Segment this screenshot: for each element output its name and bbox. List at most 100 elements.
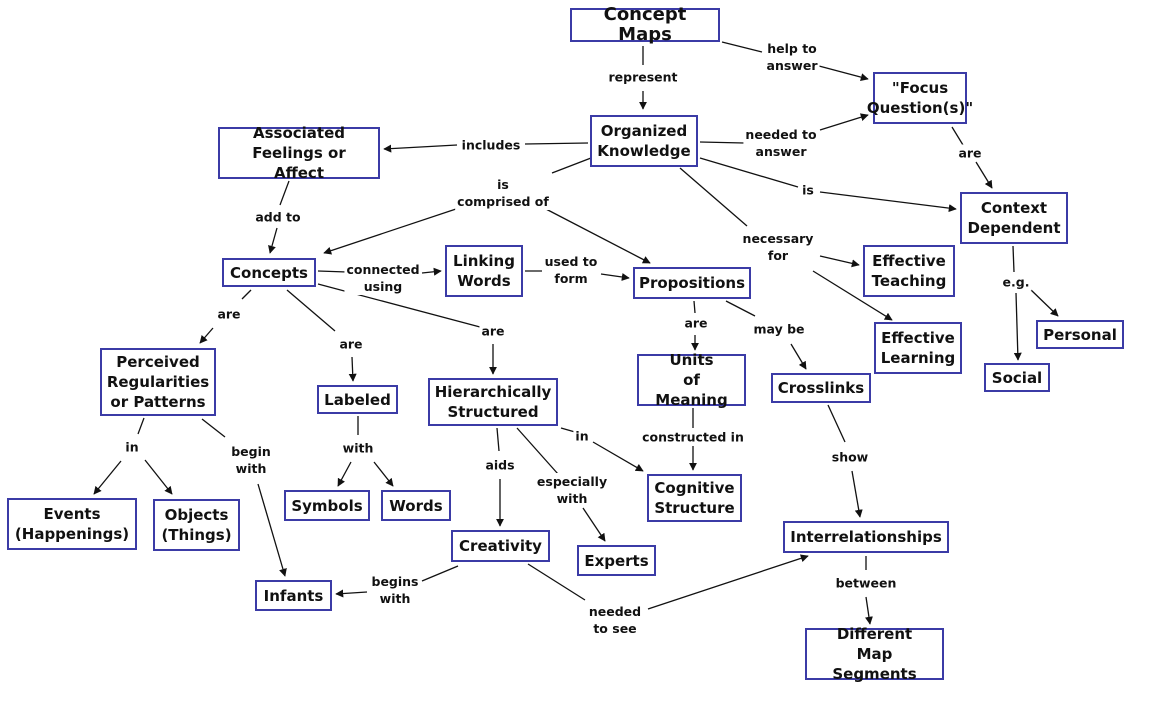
link-label-aids: aids [483, 456, 517, 474]
link-label-needed-to-see: needed to see [586, 603, 644, 637]
edge-is-comprised-of-to-concepts [323, 206, 463, 255]
concept-node-concepts[interactable]: Concepts [222, 258, 316, 287]
concept-node-labeled[interactable]: Labeled [317, 385, 398, 414]
link-label-begins-with: begins with [369, 573, 421, 607]
concept-node-effective-learning[interactable]: Effective Learning [874, 322, 962, 374]
concept-node-concept-maps[interactable]: Concept Maps [570, 5, 720, 45]
link-label-add-to: add to [253, 208, 303, 226]
edge-in-hier-to-cognitive-structure [592, 441, 644, 472]
edge-aids-source [496, 427, 500, 452]
link-label-are-concepts-2: are [337, 335, 365, 353]
edge-is-comprised-of-to-propositions [543, 207, 651, 264]
edge-used-to-form-to-propositions [600, 273, 630, 281]
edge-in-hier-source [560, 427, 576, 433]
link-label-help-to-answer: help to answer [764, 40, 820, 74]
link-label-in-hier: in [573, 427, 591, 445]
link-label-necessary-for: necessary for [740, 230, 816, 264]
link-label-show: show [829, 448, 871, 466]
edge-are-concepts-1-to-perceived-regularities [199, 327, 214, 344]
edge-is-source [699, 157, 799, 188]
edge-connected-using-source [317, 270, 348, 273]
edge-especially-with-to-experts [582, 507, 606, 542]
edge-needed-to-answer-to-focus-questions [819, 113, 869, 131]
edge-show-source [827, 404, 846, 443]
concept-node-linking-words[interactable]: Linking Words [445, 245, 523, 297]
link-label-especially-with: especially with [534, 473, 610, 507]
concept-node-objects[interactable]: Objects (Things) [153, 499, 240, 551]
concept-node-units-of-meaning[interactable]: Units of Meaning [637, 351, 746, 409]
edge-with-to-words [373, 461, 394, 487]
edge-eg-source [1012, 245, 1015, 273]
concept-node-social[interactable]: Social [984, 363, 1050, 392]
concept-node-perceived-regularities[interactable]: Perceived Regularities or Patterns [100, 348, 216, 416]
concept-node-effective-teaching[interactable]: Effective Teaching [863, 245, 955, 297]
edge-add-to-source [279, 180, 290, 206]
edge-necessary-for-to-effective-teaching [819, 255, 860, 268]
edge-in-perceived-source [137, 417, 145, 435]
link-label-may-be: may be [751, 320, 807, 338]
edge-connected-using-to-linking-words [421, 267, 442, 276]
edge-is-comprised-of-source [551, 157, 592, 174]
edge-are-propositions-source [693, 300, 696, 314]
link-label-needed-to-answer: needed to answer [743, 126, 819, 160]
link-label-begin-with: begin with [229, 443, 273, 477]
link-label-with: with [340, 439, 376, 457]
edge-needed-to-see-to-interrelationships [647, 554, 809, 610]
edge-necessary-for-source [679, 167, 748, 227]
edge-are-focus-source [951, 126, 964, 146]
edge-may-be-to-crosslinks [790, 343, 807, 370]
concept-node-crosslinks[interactable]: Crosslinks [771, 373, 871, 403]
edge-in-perceived-to-objects [144, 459, 173, 495]
edge-between-to-different-map-segments [864, 596, 873, 625]
link-label-are-concepts-1: are [215, 305, 243, 323]
link-label-used-to-form: used to form [542, 253, 600, 287]
concept-node-focus-questions[interactable]: "Focus Question(s)" [867, 72, 973, 124]
link-label-is: is [800, 181, 816, 199]
edge-needed-to-answer-source [699, 141, 745, 144]
concept-node-interrelationships[interactable]: Interrelationships [783, 521, 949, 553]
link-label-represent: represent [606, 68, 680, 86]
concept-node-events[interactable]: Events (Happenings) [7, 498, 137, 550]
link-label-between: between [833, 574, 899, 592]
concept-node-hierarchically-structured[interactable]: Hierarchically Structured [428, 378, 558, 426]
link-label-eg: e.g. [1000, 273, 1032, 291]
edge-may-be-source [725, 300, 756, 317]
link-label-is-comprised-of: is comprised of [455, 176, 551, 210]
concept-node-creativity[interactable]: Creativity [451, 530, 550, 562]
edge-help-to-answer-source [721, 41, 763, 53]
concept-node-symbols[interactable]: Symbols [284, 490, 370, 521]
edge-are-concepts-1-source [241, 289, 252, 300]
concept-node-words[interactable]: Words [381, 490, 451, 521]
edge-especially-with-source [516, 427, 559, 475]
edge-begins-with-to-infants [335, 589, 368, 598]
edge-add-to-to-concepts [268, 227, 278, 254]
concept-node-associated-feelings[interactable]: Associated Feelings or Affect [218, 124, 380, 182]
edge-show-to-interrelationships [851, 470, 863, 518]
edge-with-to-symbols [337, 461, 352, 487]
edge-in-perceived-to-events [93, 460, 122, 495]
edge-eg-to-social [1029, 288, 1059, 317]
concept-node-infants[interactable]: Infants [255, 580, 332, 611]
edge-help-to-answer-to-focus-questions [818, 65, 869, 82]
edge-are-focus-to-context-dependent [975, 161, 993, 189]
edge-are-concepts-2-source [286, 289, 336, 332]
concept-node-experts[interactable]: Experts [577, 545, 656, 576]
link-label-constructed-in: constructed in [640, 428, 746, 446]
concept-node-context-dependent[interactable]: Context Dependent [960, 192, 1068, 244]
edge-includes-source [524, 142, 589, 145]
link-label-in-perceived: in [123, 438, 141, 456]
concept-node-organized-knowledge[interactable]: Organized Knowledge [590, 115, 698, 167]
link-label-are-focus: are [956, 144, 984, 162]
edge-begin-with-to-infants [257, 483, 287, 577]
concept-node-different-map-segments[interactable]: Different Map Segments [805, 625, 944, 683]
concept-node-propositions[interactable]: Propositions [633, 267, 751, 299]
concept-node-cognitive-structure[interactable]: Cognitive Structure [647, 474, 742, 522]
edge-begins-with-source [421, 565, 459, 582]
edge-begin-with-source [201, 418, 226, 438]
link-label-includes: includes [459, 136, 523, 154]
concept-node-personal[interactable]: Personal [1036, 320, 1124, 349]
edge-is-to-context-dependent [819, 191, 957, 213]
link-label-are-shared: are [479, 322, 507, 340]
edge-eg-to-personal [1013, 292, 1022, 361]
